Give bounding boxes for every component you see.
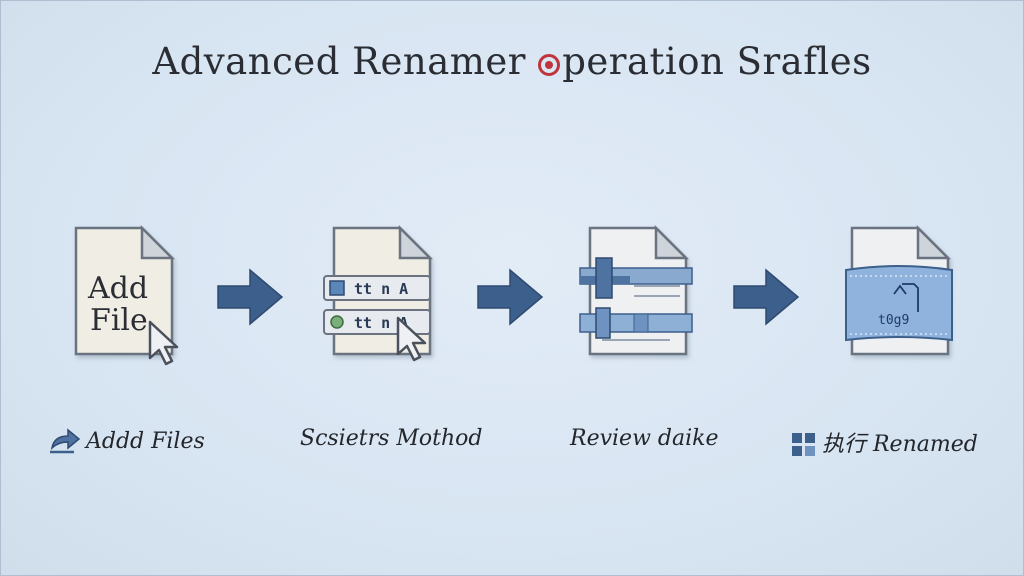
step-label-add-files: Addd Files bbox=[46, 426, 205, 458]
flow-arrow-icon bbox=[733, 268, 800, 326]
doc-text-file: File bbox=[90, 303, 148, 338]
method-row-1: tt n A bbox=[354, 280, 408, 298]
step-label-renamed: 执行 Renamed bbox=[790, 426, 978, 459]
add-file-document-icon: Add File bbox=[74, 224, 179, 366]
grid-icon bbox=[792, 433, 815, 456]
select-method-document-icon: tt n A tt n A bbox=[323, 224, 434, 362]
review-document-icon bbox=[579, 224, 693, 356]
renamed-document-icon: t0g9 bbox=[845, 224, 953, 356]
mouse-cursor-icon bbox=[396, 316, 427, 362]
target-icon bbox=[538, 54, 561, 76]
doc-text-add: Add bbox=[87, 271, 148, 306]
flow-arrow-icon bbox=[477, 268, 544, 326]
method-row-2: tt n A bbox=[354, 314, 408, 332]
share-arrow-icon bbox=[50, 428, 81, 454]
diagram-title: Advanced Renamer peration Srafles bbox=[152, 40, 872, 83]
flow-arrow-icon bbox=[217, 268, 284, 326]
mouse-cursor-icon bbox=[148, 320, 179, 366]
step-label-select-method: Scsietrs Mothod bbox=[300, 426, 483, 451]
step-label-review: Review daike bbox=[570, 426, 719, 451]
renamed-card-text: t0g9 bbox=[878, 313, 909, 328]
